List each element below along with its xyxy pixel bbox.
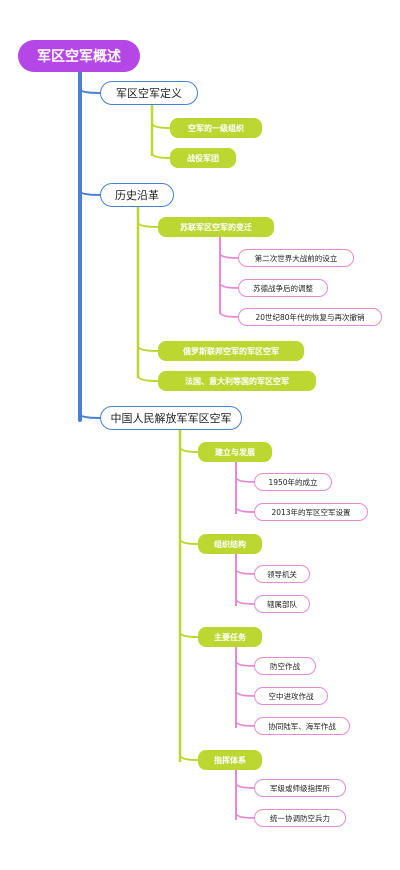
topic-main-tasks[interactable]: 主要任务 (198, 627, 262, 647)
leaf-corps-division-command-post[interactable]: 军级或师级指挥所 (254, 779, 346, 797)
topic-organization-structure[interactable]: 组织结构 (198, 534, 262, 554)
leaf-subordinate-units[interactable]: 辖属部队 (254, 595, 310, 613)
branch-definition[interactable]: 军区空军定义 (100, 81, 198, 105)
leaf-air-defense-ops[interactable]: 防空作战 (254, 657, 316, 675)
branch-history[interactable]: 历史沿革 (100, 183, 174, 207)
topic-first-level-organization[interactable]: 空军的一级组织 (170, 118, 262, 138)
leaf-joint-army-navy-ops[interactable]: 协同陆军、海军作战 (254, 717, 350, 735)
leaf-postwar-adjustment[interactable]: 苏德战争后的调整 (238, 279, 328, 297)
topic-france-italy[interactable]: 法国、意大利等国的军区空军 (158, 371, 316, 391)
leaf-1950-founding[interactable]: 1950年的成立 (254, 473, 332, 491)
topic-establishment-development[interactable]: 建立与发展 (198, 442, 272, 462)
topic-command-system[interactable]: 指挥体系 (198, 750, 262, 770)
topic-soviet-changes[interactable]: 苏联军区空军的变迁 (158, 217, 274, 237)
leaf-unified-air-defense-coordination[interactable]: 统一协调防空兵力 (254, 809, 346, 827)
leaf-prewar-establishment[interactable]: 第二次世界大战前的设立 (238, 249, 354, 267)
leaf-air-offensive-ops[interactable]: 空中进攻作战 (254, 687, 328, 705)
topic-russian-federation[interactable]: 俄罗斯联邦空军的军区空军 (158, 341, 304, 361)
leaf-2013-setup[interactable]: 2013年的军区空军设置 (254, 503, 368, 521)
branch-pla-district-airforce[interactable]: 中国人民解放军军区空军 (100, 406, 242, 430)
leaf-1980s-restore-revoke[interactable]: 20世纪80年代的恢复与再次撤销 (238, 308, 382, 326)
root-node[interactable]: 军区空军概述 (18, 40, 140, 72)
leaf-leadership-organs[interactable]: 领导机关 (254, 565, 310, 583)
topic-campaign-corps[interactable]: 战役军团 (170, 148, 236, 168)
